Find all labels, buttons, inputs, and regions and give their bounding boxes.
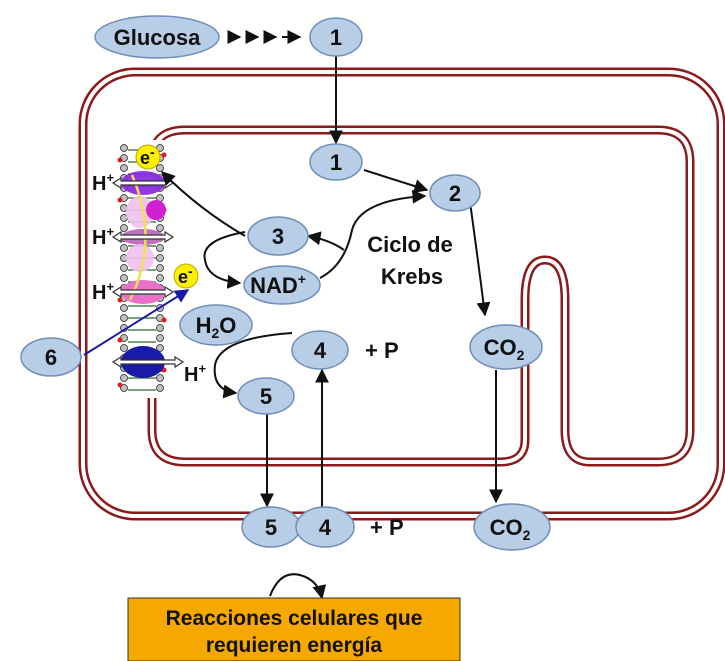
node-h2o: H2O [179,304,253,346]
node-3: 3 [247,216,309,256]
node-1-inner: 1 [309,143,363,181]
inner-membrane [147,125,695,467]
svg-text:1: 1 [330,25,342,50]
arrow-3-to-nad [203,231,246,289]
node-2: 2 [429,174,481,212]
plus-p-outer: + P [370,515,404,540]
box-line-2: requieren energía [206,634,383,657]
reaction-arrows [161,30,503,600]
node-1-top: 1 [309,17,363,57]
h-plus-label-1: H+ [92,170,114,195]
node-nad: NAD+ [243,265,321,305]
svg-text:5: 5 [265,515,277,540]
node-glucosa: Glucosa [94,15,220,59]
svg-text:e-: e- [178,263,193,287]
svg-text:5: 5 [260,384,272,409]
svg-text:CO2: CO2 [484,335,525,363]
svg-text:Glucosa: Glucosa [114,25,202,50]
krebs-cycle-label: Ciclo de Krebs [367,232,453,289]
node-co2-inner: CO2 [469,324,543,370]
node-6: 6 [20,337,82,377]
svg-text:6: 6 [45,345,57,370]
node-4-inner: 4 [291,330,349,370]
h-plus-label-4: H+ [184,361,206,386]
svg-text:CO2: CO2 [490,515,531,543]
electron-2: e- [173,263,199,289]
svg-text:4: 4 [319,515,332,540]
svg-text:4: 4 [314,338,327,363]
arrow-6-to-membrane [83,289,190,356]
svg-text:H2O: H2O [196,313,237,341]
svg-text:e-: e- [140,144,155,168]
arrow-to-3 [306,231,345,251]
arrow-3-to-electron [161,171,246,237]
svg-text:2: 2 [449,181,461,206]
svg-text:3: 3 [272,224,284,249]
plus-p-inner: + P [365,338,399,363]
h-plus-label-2: H+ [92,224,114,249]
node-co2-outer: CO2 [473,503,551,551]
box-line-1: Reacciones celulares que [166,607,423,630]
electron-1: e- [135,144,161,170]
arrow-nad-to-2 [319,189,427,279]
node-5-outer: 5 [241,506,301,548]
arrow-1-to-2 [363,169,429,193]
arrow-2-to-co2 [469,201,491,317]
arrow-energy-cycle [269,573,327,600]
node-4-outer: 4 [295,506,355,548]
node-5-inner: 5 [237,377,295,415]
energy-requiring-reactions-box: Reacciones celulares que requieren energ… [127,597,461,661]
svg-text:1: 1 [330,150,342,175]
arrow-4-to-5 [213,332,293,399]
h-plus-label-3: H+ [92,279,114,304]
svg-text:Ciclo de: Ciclo de [367,232,453,257]
svg-text:Krebs: Krebs [381,264,443,289]
outer-membrane [78,67,725,521]
svg-text:NAD+: NAD+ [250,271,306,298]
